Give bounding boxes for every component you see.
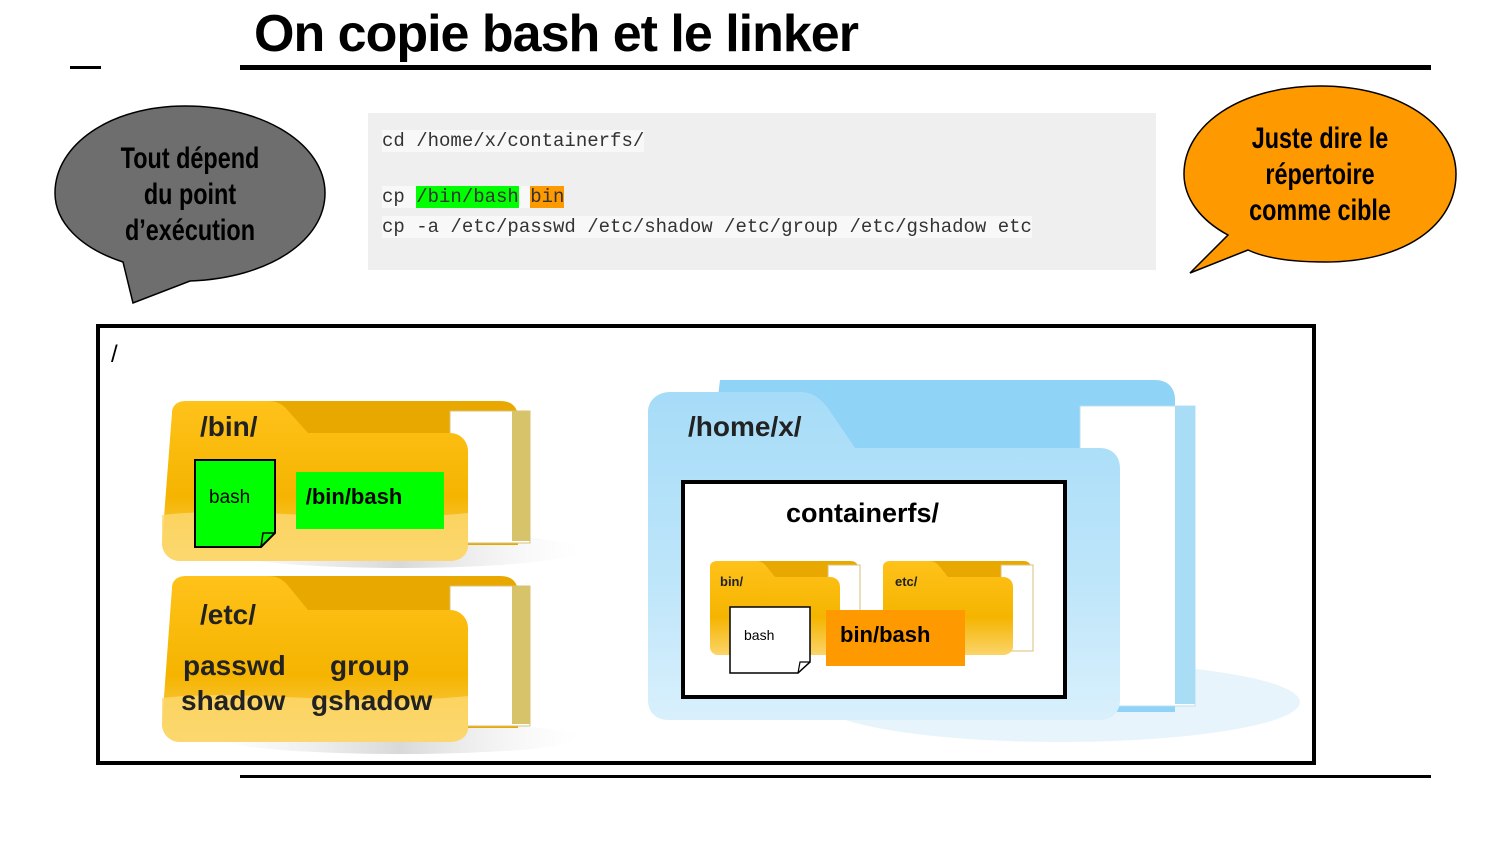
etc-folder-icon [162,576,575,754]
code-line-3: cp -a /etc/passwd /etc/shadow /etc/group… [382,216,1032,238]
bin-bash-path-box [296,472,444,529]
right-bubble-text: Juste dire le répertoire comme cible [1249,122,1391,227]
bin-bash-path-label: /bin/bash [305,484,403,509]
containerfs-bin-bash-box [826,610,965,666]
containerfs-bin-bash-label: bin/bash [840,622,931,647]
containerfs-bash-file-icon [729,606,811,674]
bash-file-icon [194,459,276,548]
containerfs-etc-label: etc/ [895,574,918,589]
code-target-highlight: bin [530,186,565,208]
code-line-2: cp /bin/bash bin [382,186,565,208]
left-speech-bubble [54,105,326,305]
bottom-rule [240,775,1431,778]
left-dash [70,66,101,69]
slide-title: On copie bash et le linker [254,5,859,63]
code-source-highlight: /bin/bash [416,186,519,208]
etc-file-group: group [330,650,410,681]
code-block: cd /home/x/containerfs/ cp /bin/bash bin… [368,113,1156,270]
containerfs-bash-label: bash [744,627,775,643]
root-label: / [111,341,118,368]
code-line-1: cd /home/x/containerfs/ [382,130,645,152]
right-speech-bubble [1183,85,1457,274]
etc-folder-label: /etc/ [200,599,257,630]
title-underline [240,65,1431,70]
etc-file-passwd: passwd [183,650,286,681]
left-bubble-text: Tout dépend du point d’exécution [120,142,260,247]
containerfs-bin-label: bin/ [720,574,744,589]
containerfs-label: containerfs/ [786,498,940,528]
bash-file-label: bash [209,487,251,508]
etc-file-shadow: shadow [181,685,286,716]
etc-file-gshadow: gshadow [311,685,433,716]
home-folder-label: /home/x/ [688,411,802,442]
bin-folder-label: /bin/ [200,411,258,442]
